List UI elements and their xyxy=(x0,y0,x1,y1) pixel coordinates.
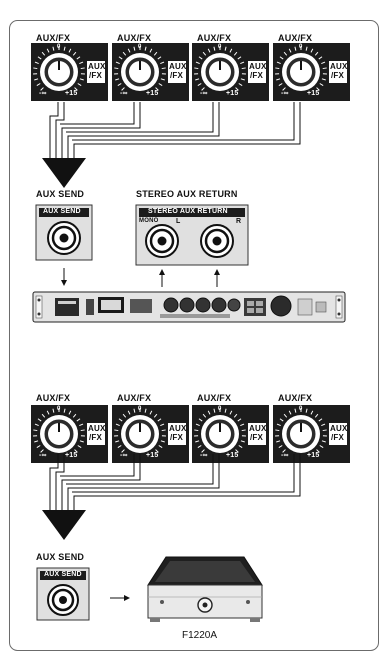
aux-fx-knob-panel xyxy=(31,405,108,463)
aux-fx-badge-line1: AUX xyxy=(88,62,106,71)
aux-fx-max-mark: +15 xyxy=(65,452,78,459)
aux-fx-zero-mark: 0 xyxy=(138,44,142,50)
aux-fx-title: AUX/FX xyxy=(278,393,313,403)
aux-fx-knob-panel xyxy=(273,43,350,101)
aux-fx-badge-line2: /FX xyxy=(89,71,103,80)
outer-border xyxy=(9,20,379,651)
aux-fx-title: AUX/FX xyxy=(278,33,313,43)
aux-fx-title: AUX/FX xyxy=(36,393,71,403)
aux-fx-zero-mark: 0 xyxy=(218,406,222,412)
aux-fx-max-mark: +15 xyxy=(307,90,320,97)
aux-fx-knob-panel xyxy=(192,405,269,463)
aux-fx-min-mark: -∞ xyxy=(39,452,47,459)
aux-fx-zero-mark: 0 xyxy=(299,406,303,412)
aux-fx-badge-line1: AUX xyxy=(330,424,348,433)
aux-fx-badge-line2: /FX xyxy=(170,71,184,80)
section1-cables xyxy=(49,102,301,158)
rack-fx-processor xyxy=(32,291,346,323)
stereo-aux-return-panel xyxy=(135,204,249,266)
aux-fx-badge-line1: AUX xyxy=(169,424,187,433)
jack-mono-l xyxy=(145,224,179,258)
aux-fx-max-mark: +15 xyxy=(146,90,159,97)
aux-fx-max-mark: +15 xyxy=(226,452,239,459)
aux-send-panel-label-1: AUX SEND xyxy=(43,208,81,215)
aux-fx-badge-line1: AUX xyxy=(169,62,187,71)
aux-fx-badge-line2: /FX xyxy=(170,433,184,442)
aux-fx-badge-line2: /FX xyxy=(89,433,103,442)
aux-fx-title: AUX/FX xyxy=(36,33,71,43)
jack-mono-label: MONO xyxy=(139,218,159,224)
section2-knob-row xyxy=(31,405,350,463)
aux-fx-min-mark: -∞ xyxy=(39,90,47,97)
jack-r xyxy=(200,224,234,258)
aux-send-title-2: AUX SEND xyxy=(36,552,85,562)
aux-fx-max-mark: +15 xyxy=(65,90,78,97)
aux-fx-zero-mark: 0 xyxy=(218,44,222,50)
aux-send-panel-label-2: AUX SEND xyxy=(44,571,82,578)
aux-fx-badge-line1: AUX xyxy=(88,424,106,433)
aux-fx-title: AUX/FX xyxy=(117,33,152,43)
aux-fx-badge-line2: /FX xyxy=(250,71,264,80)
aux-fx-badge-line1: AUX xyxy=(249,424,267,433)
aux-fx-knob-panel xyxy=(112,405,189,463)
jack-l-label: L xyxy=(176,218,181,225)
aux-fx-knob-panel xyxy=(192,43,269,101)
aux-fx-min-mark: -∞ xyxy=(281,452,289,459)
aux-send-title-1: AUX SEND xyxy=(36,189,85,199)
aux-send-jack-1 xyxy=(35,204,93,261)
aux-fx-max-mark: +15 xyxy=(307,452,320,459)
f1220a-caption: F1220A xyxy=(182,630,218,641)
aux-fx-max-mark: +15 xyxy=(226,90,239,97)
aux-fx-knob-panel xyxy=(273,405,350,463)
aux-fx-zero-mark: 0 xyxy=(57,44,61,50)
section2-merge-arrow xyxy=(42,510,86,540)
aux-fx-zero-mark: 0 xyxy=(299,44,303,50)
aux-fx-knob-panel xyxy=(31,43,108,101)
aux-fx-min-mark: -∞ xyxy=(281,90,289,97)
aux-fx-min-mark: -∞ xyxy=(200,452,208,459)
aux-fx-min-mark: -∞ xyxy=(120,452,128,459)
aux-fx-badge-line1: AUX xyxy=(330,62,348,71)
aux-fx-zero-mark: 0 xyxy=(57,406,61,412)
aux-fx-title: AUX/FX xyxy=(117,393,152,403)
stereo-aux-return-title: STEREO AUX RETURN xyxy=(136,189,238,199)
aux-fx-badge-line2: /FX xyxy=(250,433,264,442)
section1-knob-row xyxy=(31,43,350,101)
aux-fx-zero-mark: 0 xyxy=(138,406,142,412)
aux-fx-knob-panel xyxy=(112,43,189,101)
f1220a-monitor xyxy=(147,556,263,622)
aux-fx-title: AUX/FX xyxy=(197,393,232,403)
aux-fx-min-mark: -∞ xyxy=(200,90,208,97)
stereo-aux-return-panel-label: STEREO AUX RETURN xyxy=(148,208,228,215)
section2-cables xyxy=(49,454,301,510)
aux-fx-title: AUX/FX xyxy=(197,33,232,43)
aux-fx-badge-line2: /FX xyxy=(331,71,345,80)
aux-fx-max-mark: +15 xyxy=(146,452,159,459)
aux-fx-badge-line2: /FX xyxy=(331,433,345,442)
section1-merge-arrow xyxy=(42,158,86,188)
aux-fx-min-mark: -∞ xyxy=(120,90,128,97)
aux-fx-badge-line1: AUX xyxy=(249,62,267,71)
jack-r-label: R xyxy=(236,218,242,225)
aux-send-jack-2 xyxy=(36,567,90,621)
